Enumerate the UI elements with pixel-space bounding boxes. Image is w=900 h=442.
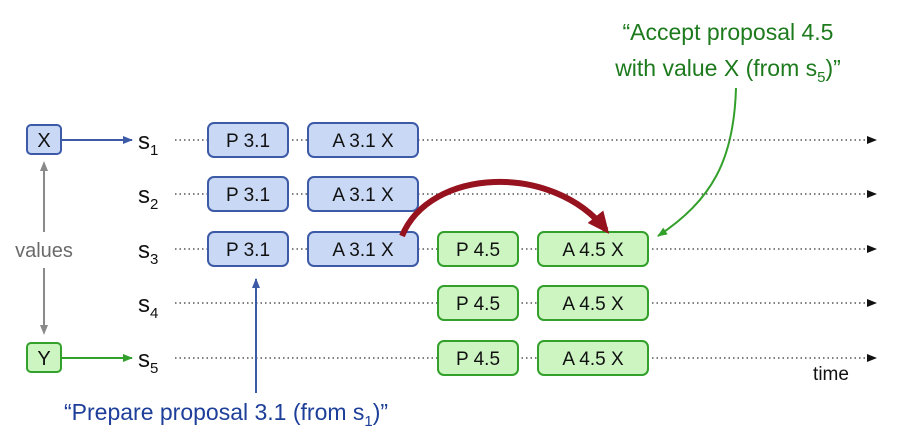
accept-annotation-line2: with value X (from s5)” (614, 55, 841, 86)
server-label-base: s (138, 291, 150, 318)
accept-annotation-prefix: with value X (from s (614, 55, 817, 81)
message-box-p-3-1 (207, 231, 289, 267)
prepare-annotation: “Prepare proposal 3.1 (from s1)” (64, 278, 388, 430)
message-box-a-3-1-x (307, 176, 419, 212)
server-row-s1: s1 P 3.1 A 3.1 X (138, 122, 877, 159)
message-label-a-4-5-x: A 4.5 X (562, 349, 624, 370)
message-label-a-3-1-x: A 3.1 X (332, 131, 394, 152)
message-label-a-4-5-x: A 4.5 X (562, 240, 624, 261)
message-label-p-3-1: P 3.1 (226, 185, 270, 206)
server-label-s2: s2 (138, 182, 158, 213)
prepare-annotation-sub: 1 (364, 413, 372, 430)
accept-annotation-sub: 5 (817, 69, 825, 86)
server-label-sub: 5 (150, 360, 158, 377)
message-label-a-4-5-x: A 4.5 X (562, 294, 624, 315)
message-label-p-3-1: P 3.1 (226, 131, 270, 152)
server-label-sub: 3 (150, 251, 158, 268)
time-label: time (813, 364, 849, 385)
server-label-base: s (138, 128, 150, 155)
message-box-a-4-5-x (537, 285, 649, 321)
message-label-a-3-1-x: A 3.1 X (332, 240, 394, 261)
message-label-a-3-1-x: A 3.1 X (332, 185, 394, 206)
accept-annotation-arrow (657, 87, 737, 237)
server-row-s5: s5 P 4.5 A 4.5 X (138, 340, 877, 377)
server-label-s4: s4 (138, 291, 158, 322)
message-box-a-3-1-x (307, 122, 419, 158)
message-box-p-4-5 (437, 340, 519, 376)
server-label-s1: s1 (138, 128, 158, 159)
server-row-s3: s3 P 3.1 A 3.1 X P 4.5 A 4.5 X (138, 231, 877, 268)
server-label-s3: s3 (138, 237, 158, 268)
message-label-p-4-5: P 4.5 (456, 240, 500, 261)
server-label-s5: s5 (138, 346, 158, 377)
accept-annotation-suffix: )” (825, 55, 840, 81)
prepare-annotation-suffix: )” (373, 399, 388, 425)
message-box-p-3-1 (207, 122, 289, 158)
value-x-label: X (37, 130, 50, 152)
message-label-p-4-5: P 4.5 (456, 349, 500, 370)
server-label-base: s (138, 237, 150, 264)
accept-annotation: “Accept proposal 4.5 with value X (from … (614, 19, 841, 237)
prepare-annotation-text: “Prepare proposal 3.1 (from s1)” (64, 399, 388, 430)
message-box-p-3-1 (207, 176, 289, 212)
red-proposal-arrow (399, 178, 610, 238)
server-row-s4: s4 P 4.5 A 4.5 X (138, 285, 877, 322)
message-label-p-3-1: P 3.1 (226, 240, 270, 261)
message-box-p-4-5 (437, 231, 519, 267)
message-box-p-4-5 (437, 285, 519, 321)
server-label-sub: 1 (150, 142, 158, 159)
accept-annotation-line1: “Accept proposal 4.5 (623, 19, 834, 45)
prepare-annotation-prefix: “Prepare proposal 3.1 (from s (64, 399, 364, 425)
message-box-a-4-5-x (537, 340, 649, 376)
message-box-a-3-1-x (307, 231, 419, 267)
values-column: X values Y (15, 124, 133, 373)
server-label-base: s (138, 346, 150, 373)
server-label-base: s (138, 182, 150, 209)
value-y-label: Y (37, 348, 50, 370)
values-label: values (15, 240, 73, 262)
server-label-sub: 4 (150, 305, 158, 322)
message-label-p-4-5: P 4.5 (456, 294, 500, 315)
server-label-sub: 2 (150, 196, 158, 213)
server-row-s2: s2 P 3.1 A 3.1 X (138, 176, 877, 213)
